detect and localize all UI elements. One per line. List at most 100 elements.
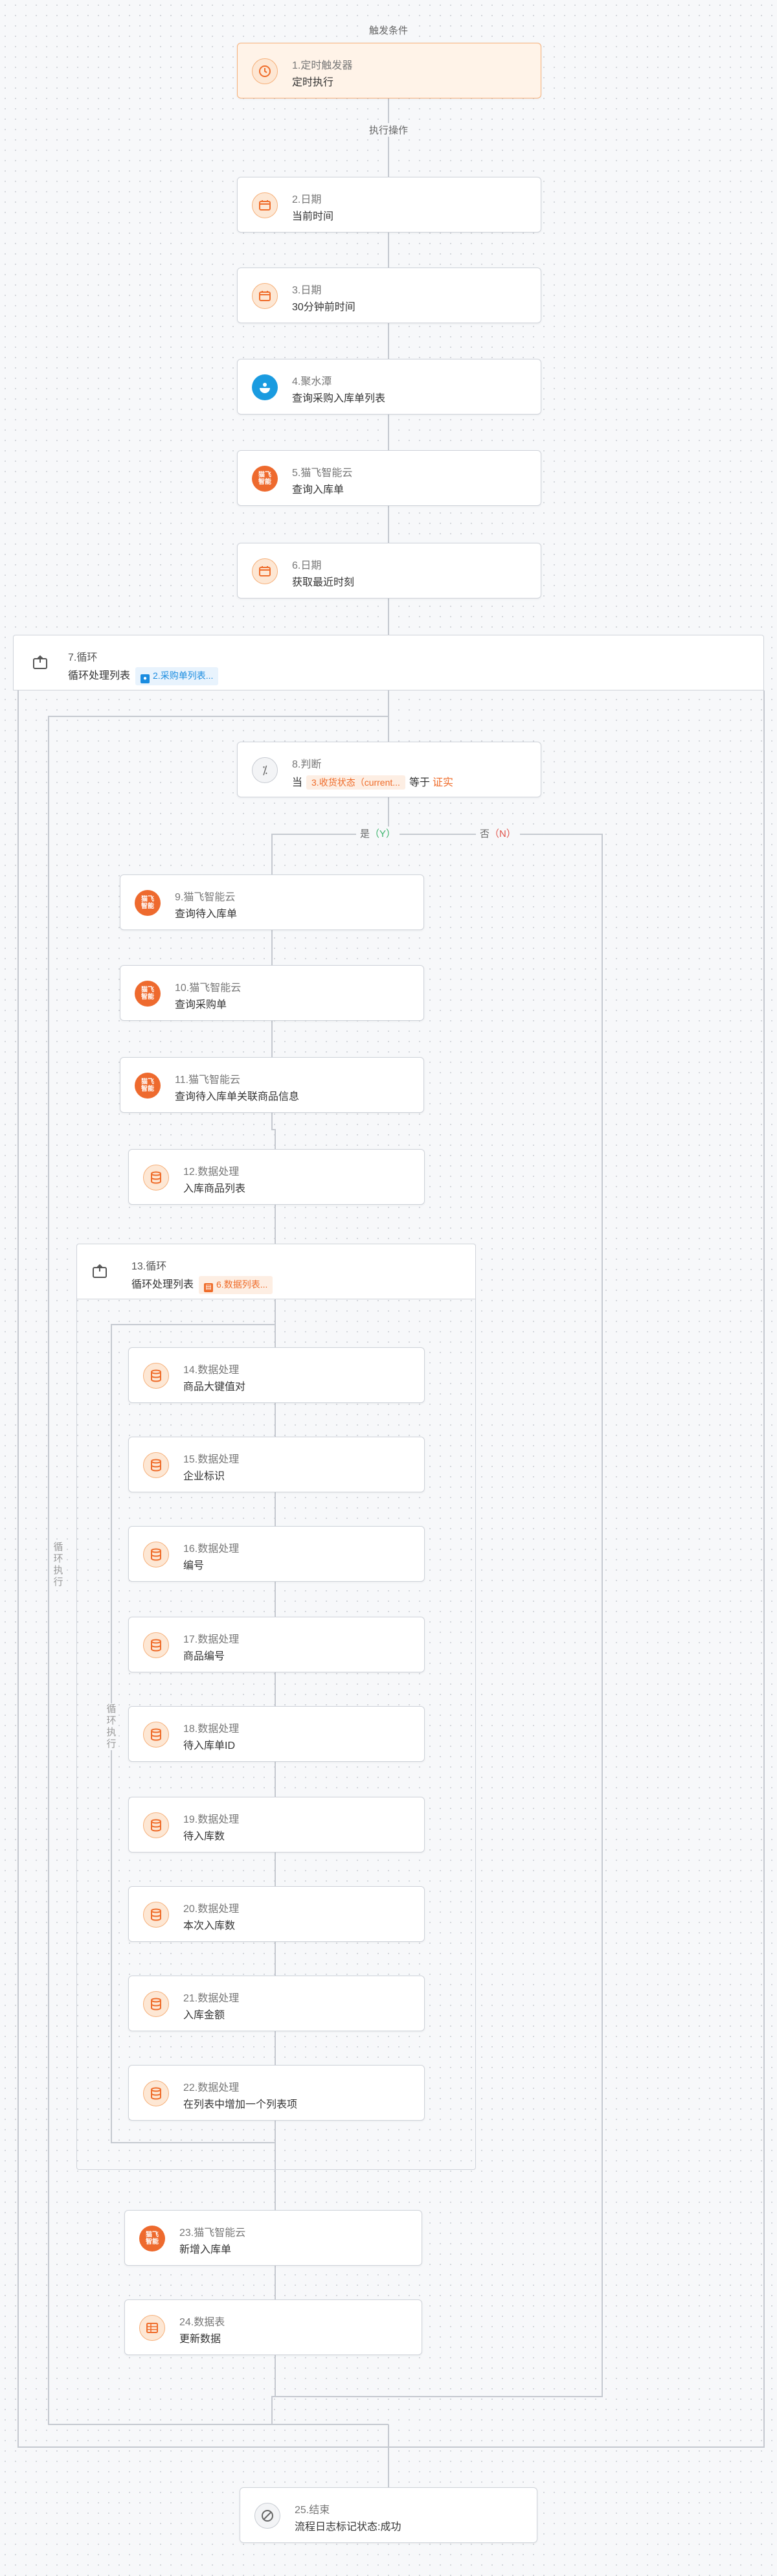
- node-subtitle: 循环处理列表: [131, 1279, 194, 1290]
- node-data-enterprise[interactable]: 15.数据处理 企业标识: [128, 1437, 425, 1492]
- node-date-now[interactable]: 2.日期 当前时间: [237, 177, 541, 233]
- node-subtitle: 获取最近时刻: [292, 577, 355, 588]
- trigger-condition-label: 触发条件: [365, 23, 412, 37]
- node-title: 20.数据处理: [183, 1904, 240, 1915]
- node-subtitle: 商品大键值对: [183, 1382, 246, 1393]
- node-subtitle: 待入库数: [183, 1831, 225, 1842]
- jushuitan-icon: [252, 374, 278, 400]
- node-date-latest[interactable]: 6.日期 获取最近时刻: [237, 543, 541, 598]
- calendar-icon: [252, 283, 278, 309]
- node-subtitle: 本次入库数: [183, 1921, 236, 1932]
- node-data-this-qty[interactable]: 20.数据处理 本次入库数: [128, 1886, 425, 1942]
- database-icon: ▤: [204, 1282, 214, 1292]
- node-datatable-update[interactable]: 24.数据表 更新数据: [124, 2299, 422, 2355]
- node-title: 9.猫飞智能云: [175, 892, 236, 903]
- node-data-append[interactable]: 22.数据处理 在列表中增加一个列表项: [128, 2065, 425, 2121]
- branch-no: [271, 834, 603, 2424]
- node-title: 24.数据表: [179, 2317, 225, 2328]
- node-title: 3.日期: [292, 285, 322, 296]
- condition-field[interactable]: 3.收货状态（current...: [306, 775, 405, 790]
- loop-source-tag[interactable]: ▤6.数据列表...: [199, 1275, 273, 1294]
- node-data-pending-id[interactable]: 18.数据处理 待入库单ID: [128, 1706, 425, 1762]
- node-jushuitan[interactable]: 4.聚水潭 查询采购入库单列表: [237, 359, 541, 415]
- node-data-goods-code[interactable]: 17.数据处理 商品编号: [128, 1617, 425, 1672]
- loop7-exec-label: 循环执行: [53, 1542, 63, 1588]
- tag-text: 2.采购单列表...: [153, 670, 214, 681]
- maofei-icon: 猫飞智能: [135, 1073, 161, 1099]
- node-title: 22.数据处理: [183, 2082, 240, 2093]
- node-maofei-query-pending[interactable]: 猫飞智能 9.猫飞智能云 查询待入库单: [120, 874, 424, 930]
- loop7-outer-right: [388, 690, 765, 2448]
- database-icon: [143, 2080, 169, 2106]
- database-icon: [143, 1902, 169, 1928]
- node-title: 6.日期: [292, 560, 322, 571]
- node-subtitle: 编号: [183, 1560, 205, 1571]
- node-subtitle: 待入库单ID: [183, 1740, 236, 1751]
- maofei-icon: 猫飞智能: [252, 466, 278, 492]
- node-title: 13.循环: [131, 1261, 167, 1272]
- branch-yes: [271, 797, 389, 874]
- node-title: 18.数据处理: [183, 1724, 240, 1735]
- node-subtitle: 循环处理列表: [68, 670, 131, 681]
- database-icon: [143, 1452, 169, 1478]
- node-maofei-query-inbound[interactable]: 猫飞智能 5.猫飞智能云 查询入库单: [237, 450, 541, 506]
- node-subtitle: 查询采购单: [175, 999, 227, 1010]
- condition-icon: ⁒: [252, 757, 278, 783]
- node-data-pending-qty[interactable]: 19.数据处理 待入库数: [128, 1797, 425, 1852]
- jushuitan-icon: ●: [141, 674, 150, 683]
- node-subtitle-row: 循环处理列表 ▤6.数据列表...: [131, 1275, 273, 1294]
- node-title: 15.数据处理: [183, 1454, 240, 1465]
- database-icon: [143, 1363, 169, 1389]
- node-title: 2.日期: [292, 194, 322, 205]
- node-loop-7[interactable]: 7.循环 循环处理列表 ●2.采购单列表...: [13, 635, 764, 690]
- node-data-kv[interactable]: 14.数据处理 商品大键值对: [128, 1347, 425, 1403]
- node-title: 21.数据处理: [183, 1993, 240, 2004]
- maofei-icon: 猫飞智能: [135, 981, 161, 1007]
- branch-yes-label: 是（Y）: [356, 826, 400, 840]
- loop-icon: [93, 1264, 107, 1278]
- node-subtitle: 入库商品列表: [183, 1183, 246, 1194]
- node-title: 11.猫飞智能云: [175, 1075, 241, 1086]
- database-icon: [143, 1632, 169, 1658]
- loop-source-tag[interactable]: ●2.采购单列表...: [135, 667, 219, 685]
- node-subtitle: 商品编号: [183, 1651, 225, 1662]
- node-maofei-query-goods[interactable]: 猫飞智能 11.猫飞智能云 查询待入库单关联商品信息: [120, 1057, 424, 1113]
- tag-text: 6.数据列表...: [216, 1279, 268, 1290]
- node-end[interactable]: 25.结束 流程日志标记状态:成功: [240, 2487, 537, 2543]
- node-data-goods-list[interactable]: 12.数据处理 入库商品列表: [128, 1149, 425, 1205]
- table-icon: [139, 2315, 165, 2341]
- node-data-amount[interactable]: 21.数据处理 入库金额: [128, 1976, 425, 2031]
- branch-no-label: 否（N）: [476, 826, 520, 840]
- node-maofei-create-inbound[interactable]: 猫飞智能 23.猫飞智能云 新增入库单: [124, 2210, 422, 2266]
- calendar-icon: [252, 192, 278, 218]
- node-subtitle: 查询采购入库单列表: [292, 393, 386, 404]
- node-title: 16.数据处理: [183, 1544, 240, 1555]
- node-loop-13[interactable]: 13.循环 循环处理列表 ▤6.数据列表...: [76, 1244, 476, 1299]
- execute-action-label: 执行操作: [365, 123, 412, 137]
- maofei-icon: 猫飞智能: [135, 890, 161, 916]
- node-subtitle: 查询待入库单关联商品信息: [175, 1091, 300, 1102]
- node-subtitle: 30分钟前时间: [292, 302, 355, 313]
- node-subtitle: 在列表中增加一个列表项: [183, 2099, 298, 2110]
- node-data-code[interactable]: 16.数据处理 编号: [128, 1526, 425, 1582]
- node-subtitle: 查询入库单: [292, 484, 344, 496]
- loop-icon: [33, 655, 47, 669]
- database-icon: [143, 1542, 169, 1567]
- node-maofei-query-purchase[interactable]: 猫飞智能 10.猫飞智能云 查询采购单: [120, 965, 424, 1021]
- loop7-inner-left: [48, 690, 389, 2425]
- condition-value: 证实: [432, 777, 453, 788]
- node-date-30min[interactable]: 3.日期 30分钟前时间: [237, 268, 541, 323]
- node-title: 5.猫飞智能云: [292, 468, 353, 479]
- node-subtitle: 入库金额: [183, 2010, 225, 2021]
- node-subtitle: 定时执行: [292, 77, 334, 88]
- node-subtitle-row: 循环处理列表 ●2.采购单列表...: [68, 667, 219, 685]
- connector: [271, 930, 276, 1149]
- node-subtitle: 当前时间: [292, 211, 334, 222]
- node-timer-trigger[interactable]: 1.定时触发器 定时执行: [237, 43, 541, 98]
- node-title: 7.循环: [68, 652, 98, 663]
- node-subtitle: 新增入库单: [179, 2244, 232, 2255]
- end-icon: [254, 2503, 280, 2529]
- loop7-outer-left: [17, 690, 388, 2448]
